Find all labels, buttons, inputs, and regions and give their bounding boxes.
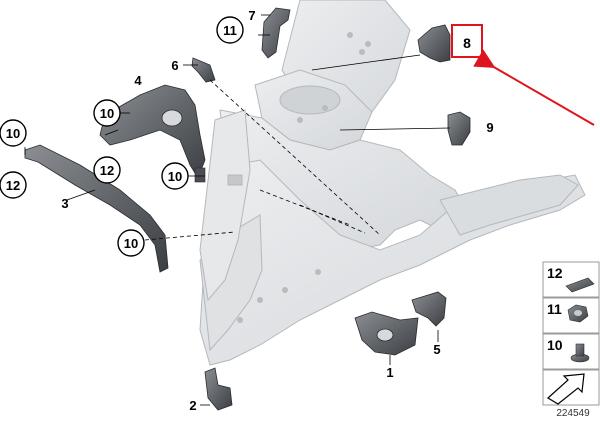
svg-text:9: 9: [486, 120, 493, 135]
legend-label-12: 12: [547, 265, 563, 281]
legend-label-11: 11: [547, 301, 562, 317]
callout-7: 7: [248, 8, 255, 23]
svg-text:12: 12: [100, 163, 114, 178]
part-5-bracket: [411, 291, 447, 327]
callout-5: 5: [433, 342, 440, 357]
callout-10-upper-left: 10: [93, 99, 121, 127]
leader-lines: [24, 14, 451, 406]
callout-6: 6: [171, 58, 178, 73]
part-3-bracket: [24, 144, 169, 273]
callout-2: 2: [189, 398, 196, 413]
svg-text:10: 10: [124, 236, 138, 251]
legend-label-10: 10: [547, 337, 563, 353]
part-6-bracket: [191, 57, 216, 83]
part-8-bracket: [417, 24, 451, 63]
svg-text:10: 10: [168, 169, 182, 184]
svg-text:8: 8: [463, 35, 471, 51]
svg-text:11: 11: [223, 23, 237, 38]
callout-12-upper: 12: [93, 156, 121, 184]
callout-10-mid: 10: [161, 162, 189, 190]
legend-box-10: [542, 333, 600, 370]
svg-text:6: 6: [171, 58, 178, 73]
highlight-box: [451, 24, 483, 58]
hex-nut-icon: [567, 304, 589, 323]
body-structure: [199, 0, 586, 366]
clip-nut-icon: [565, 277, 595, 293]
callout-3: 3: [61, 196, 68, 211]
flange-bolt-icon: [570, 343, 590, 363]
svg-text:7: 7: [248, 8, 255, 23]
callout-11-top: 11: [216, 16, 244, 44]
part-7-bracket: [261, 7, 291, 59]
svg-text:3: 3: [61, 196, 68, 211]
document-number: 224549: [556, 408, 590, 419]
part-2-bracket: [204, 367, 233, 411]
callout-12-left: 12: [0, 171, 27, 199]
svg-text:1: 1: [386, 365, 393, 380]
red-arrow: [473, 49, 595, 126]
part-9-sensor: [447, 111, 471, 146]
svg-text:10: 10: [100, 106, 114, 121]
svg-text:12: 12: [6, 178, 20, 193]
part-1-bracket: [354, 311, 419, 356]
svg-text:10: 10: [6, 126, 20, 141]
callout-10-left: 10: [0, 119, 27, 147]
legend-box-11: [542, 297, 600, 334]
svg-text:2: 2: [189, 398, 196, 413]
callout-10-lower: 10: [117, 229, 145, 257]
svg-text:4: 4: [134, 73, 142, 88]
direction-arrow-icon: [546, 373, 585, 405]
callout-9: 9: [486, 120, 493, 135]
callout-4: 4: [134, 73, 142, 88]
callout-1: 1: [386, 365, 393, 380]
callout-8: 8: [463, 35, 471, 51]
svg-text:5: 5: [433, 342, 440, 357]
legend-panel: 12 11 10: [542, 261, 600, 406]
